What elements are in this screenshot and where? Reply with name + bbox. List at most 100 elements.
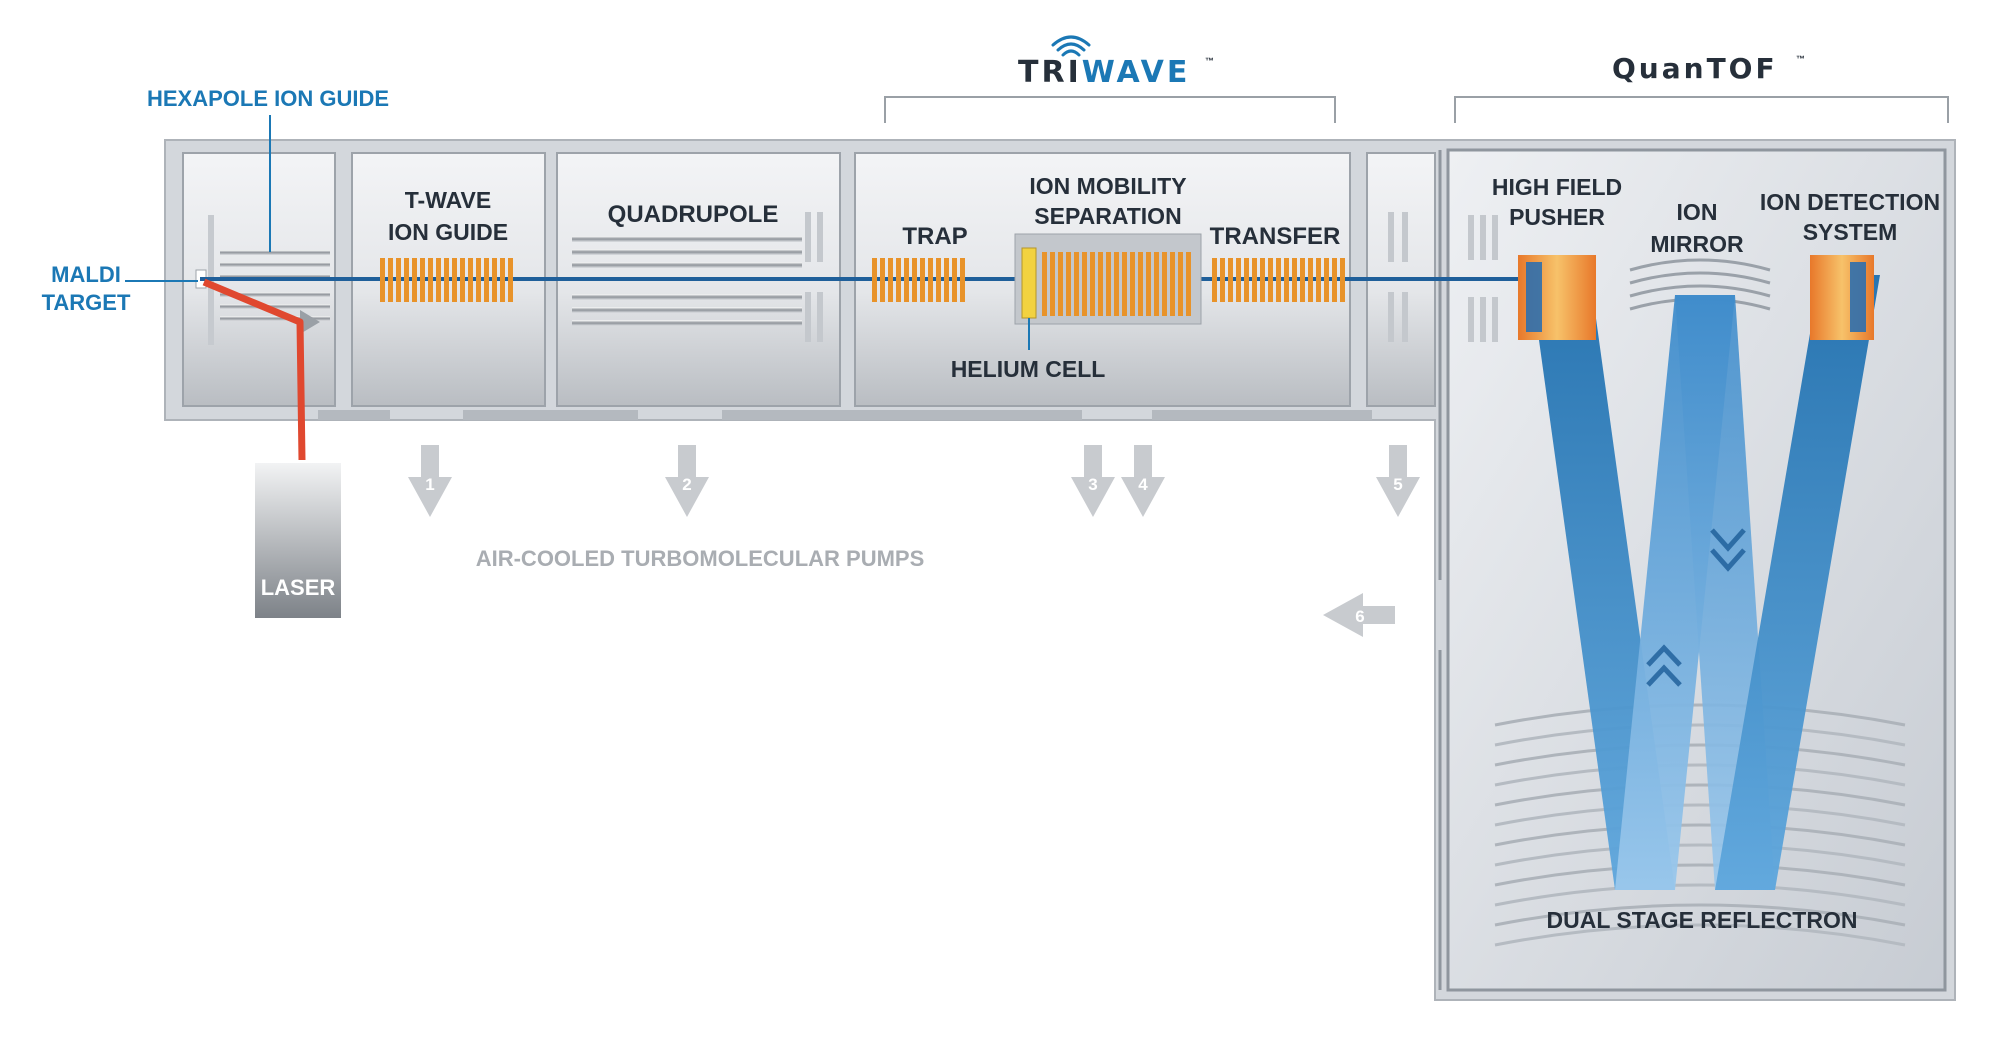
electrode-plate: [1090, 252, 1095, 316]
electrode-plate: [500, 258, 505, 302]
electrode-plate: [1236, 258, 1241, 302]
electrode-plate: [960, 258, 965, 302]
electrode-plate: [1058, 252, 1063, 316]
hexapole-label: HEXAPOLE ION GUIDE: [147, 86, 389, 111]
electrode-plate: [1122, 252, 1127, 316]
pump-arrow-3: 3: [1071, 445, 1115, 517]
laser-beam: [202, 278, 306, 461]
electrode-plate: [1220, 258, 1225, 302]
electrode-plate: [1098, 252, 1103, 316]
pump-arrow-4: 4: [1121, 445, 1165, 517]
electrode-plate: [888, 258, 893, 302]
pump-number: 2: [682, 475, 691, 494]
electrode-plate: [1082, 252, 1087, 316]
electrode-plate: [492, 258, 497, 302]
detector-beam-entry: [1850, 262, 1866, 332]
electrode-plate: [1276, 258, 1281, 302]
electrode-plate: [880, 258, 885, 302]
pump-arrows: 1 2 3 4 5 6: [408, 445, 1420, 637]
electrode-plate: [436, 258, 441, 302]
triwave-logo: TRIWAVE ™: [1018, 35, 1214, 90]
pump-arrow-5: 5: [1376, 445, 1420, 517]
electrode-plate: [1260, 258, 1265, 302]
electrode-plate: [1162, 252, 1167, 316]
electrode-plate: [1252, 258, 1257, 302]
electrode-plate: [1244, 258, 1249, 302]
electrode-plate: [1106, 252, 1111, 316]
electrode-plate: [928, 258, 933, 302]
electrode-plate: [1178, 252, 1183, 316]
twave-electrodes: [380, 258, 513, 302]
electrode-plate: [444, 258, 449, 302]
electrode-plate: [412, 258, 417, 302]
electrode-plate: [388, 258, 393, 302]
electrode-plate: [1316, 258, 1321, 302]
triwave-brand-a: TRI: [1018, 55, 1082, 90]
pump-number: 1: [425, 475, 434, 494]
laser-unit: [255, 463, 341, 618]
laser-mirror: [300, 310, 320, 334]
electrode-plate: [396, 258, 401, 302]
helium-cell-label: HELIUM CELL: [951, 356, 1106, 382]
electrode-plate: [1074, 252, 1079, 316]
electrode-plate: [428, 258, 433, 302]
electrode-plate: [1300, 258, 1305, 302]
electrode-plate: [468, 258, 473, 302]
pump-number: 5: [1393, 475, 1402, 494]
ims-electrodes: [1042, 252, 1191, 316]
electrode-plate: [1324, 258, 1329, 302]
pusher-label-line1: HIGH FIELD: [1492, 174, 1622, 200]
transfer-lenses: [1388, 212, 1498, 342]
electrode-plate: [912, 258, 917, 302]
transfer-label: TRANSFER: [1210, 223, 1341, 250]
trap-electrodes: [872, 258, 965, 302]
electrode-plate: [1130, 252, 1135, 316]
quadrupole-rods: [572, 212, 823, 342]
electrode-plate: [1154, 252, 1159, 316]
electrode-plate: [404, 258, 409, 302]
ims-label-line2: SEPARATION: [1034, 203, 1181, 229]
quantof-tm: ™: [1796, 54, 1805, 64]
twave-label-line1: T-WAVE: [405, 187, 491, 213]
detector-label-line1: ION DETECTION: [1760, 189, 1940, 215]
electrode-plate: [1284, 258, 1289, 302]
electrode-plate: [1308, 258, 1313, 302]
pump-number: 6: [1355, 607, 1364, 626]
electrode-plate: [1186, 252, 1191, 316]
twave-label-line2: ION GUIDE: [388, 219, 508, 245]
electrode-plate: [1170, 252, 1175, 316]
mirror-label-line2: MIRROR: [1650, 231, 1744, 257]
electrode-plate: [896, 258, 901, 302]
pusher-label-line2: PUSHER: [1509, 204, 1605, 230]
electrode-plate: [1228, 258, 1233, 302]
electrode-plate: [1268, 258, 1273, 302]
electrode-plate: [944, 258, 949, 302]
pump-arrow-1: 1: [408, 445, 452, 517]
electrode-plate: [1292, 258, 1297, 302]
reflectron-rings: [1494, 703, 1906, 947]
ion-flight-path: [1530, 275, 1880, 890]
pump-arrow-2: 2: [665, 445, 709, 517]
electrode-plate: [1042, 252, 1047, 316]
electrode-plate: [920, 258, 925, 302]
transfer-electrodes: [1212, 258, 1345, 302]
electrode-plate: [936, 258, 941, 302]
electrode-plate: [1050, 252, 1055, 316]
detector-label-line2: SYSTEM: [1803, 219, 1898, 245]
pump-number: 3: [1088, 475, 1097, 494]
triwave-bracket: [884, 96, 1336, 123]
electrode-plate: [1146, 252, 1151, 316]
electrode-plate: [476, 258, 481, 302]
vacuum-manifold: [318, 410, 1372, 420]
quantof-brand: QuanTOF: [1612, 52, 1778, 85]
electrode-plate: [452, 258, 457, 302]
electrode-plate: [1066, 252, 1071, 316]
reflectron-label: DUAL STAGE REFLECTRON: [1547, 907, 1858, 933]
hexapole-rods: [220, 250, 330, 321]
helium-cell: [1021, 247, 1037, 319]
pump-arrow-6: 6: [1323, 593, 1395, 637]
electrode-plate: [952, 258, 957, 302]
electrode-plate: [1332, 258, 1337, 302]
electrode-plate: [460, 258, 465, 302]
electrode-plate: [904, 258, 909, 302]
